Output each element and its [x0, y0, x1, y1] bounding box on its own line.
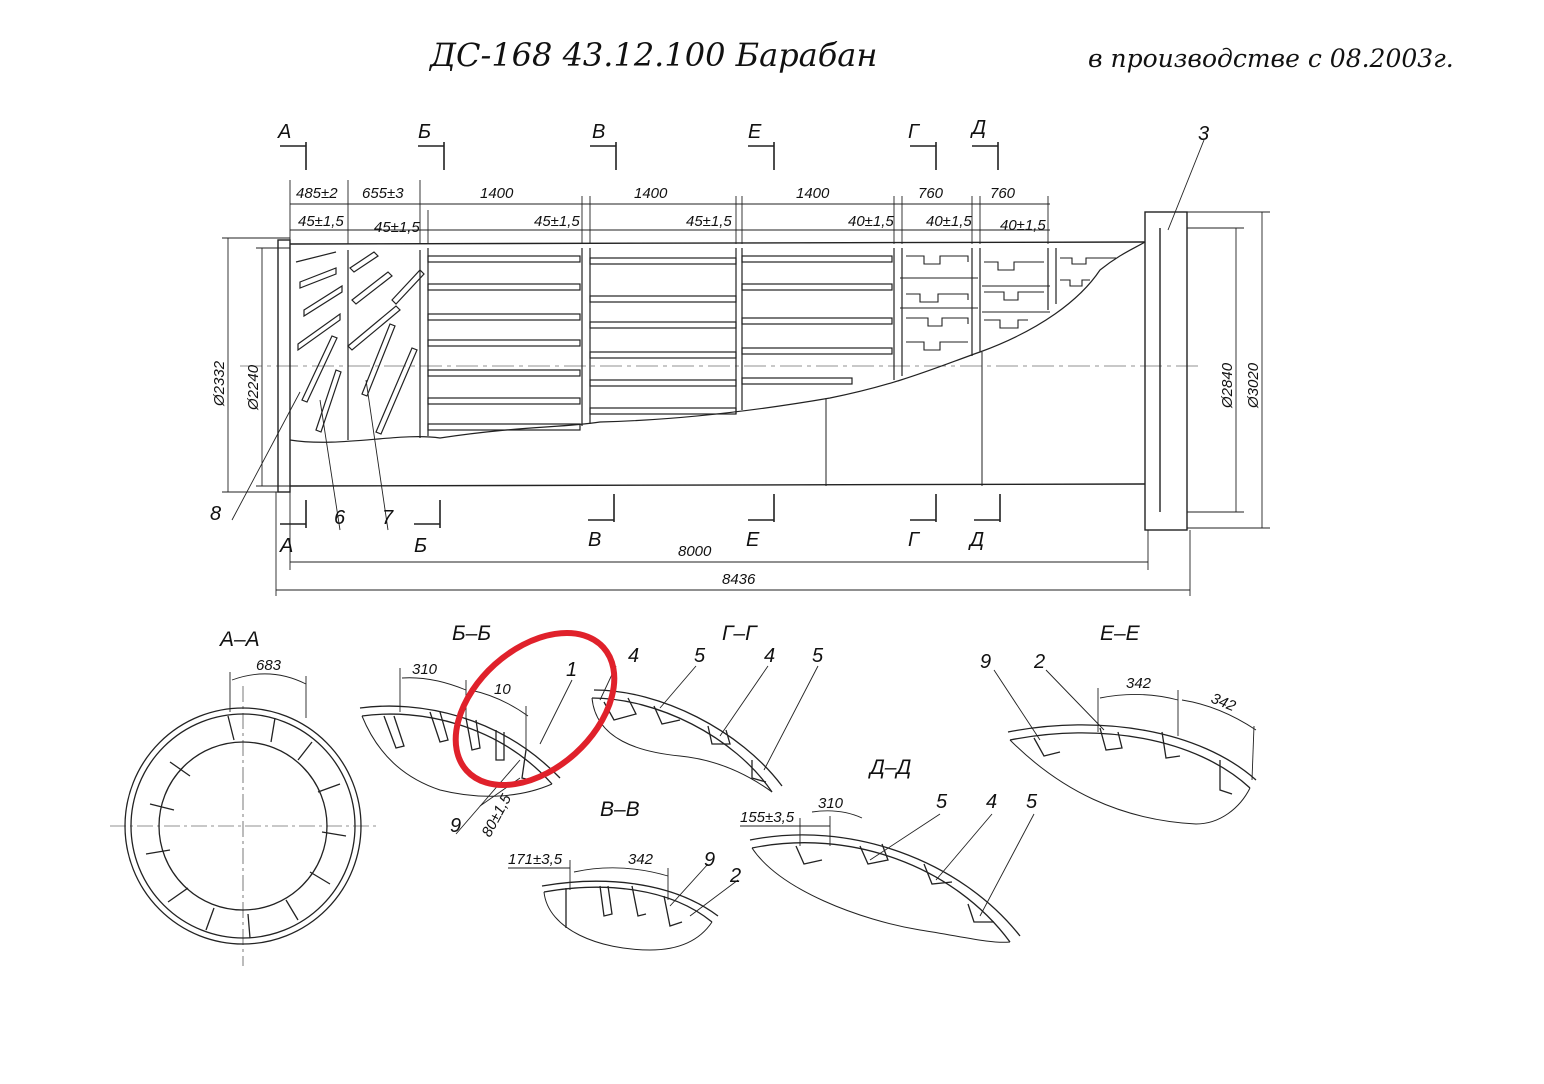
- section-aa-title: А–А: [218, 628, 260, 651]
- section-bb-view: [359, 668, 573, 835]
- dim-40-c: 40±1,5: [1000, 217, 1046, 234]
- len-8000: 8000: [678, 543, 712, 560]
- dim-1400-a: 1400: [480, 185, 514, 202]
- cut-top-v: В: [592, 121, 605, 143]
- section-gg-view: [591, 665, 819, 793]
- section-dd-callout-4: 4: [986, 791, 997, 813]
- cut-bottom-d: Д: [968, 529, 984, 551]
- section-dd-dim-310: 310: [818, 795, 844, 812]
- callout-6: 6: [334, 507, 346, 529]
- dim-40-a: 40±1,5: [848, 213, 894, 230]
- dia-2332: Ø2332: [211, 360, 228, 407]
- section-vv-callout-2: 2: [729, 865, 741, 887]
- cut-top-g: Г: [908, 121, 921, 143]
- section-bb-dim-10: 10: [494, 681, 511, 698]
- section-bb-callout-9: 9: [450, 815, 461, 837]
- dim-45-b: 45±1,5: [374, 219, 420, 236]
- production-date: в производстве с 08.2003г.: [1088, 44, 1454, 73]
- dim-760-a: 760: [918, 185, 944, 202]
- drawing-title: ДС-168 43.12.100 Барабан: [430, 36, 878, 74]
- section-gg-callout-4b: 4: [764, 645, 775, 667]
- section-gg-callout-5b: 5: [812, 645, 824, 667]
- dim-1400-c: 1400: [796, 185, 830, 202]
- cut-bottom-v: В: [588, 529, 601, 551]
- dim-485: 485±2: [296, 185, 338, 202]
- section-dd-callout-5b: 5: [1026, 791, 1038, 813]
- lifters-stepped: [900, 255, 1116, 351]
- section-ee-dim-342b: 342: [1209, 690, 1239, 715]
- dia-3020: Ø3020: [1245, 362, 1262, 409]
- section-bb-dim-310: 310: [412, 661, 438, 678]
- section-dd-view: [740, 810, 1035, 943]
- dim-760-b: 760: [990, 185, 1016, 202]
- lifters-straight: [427, 248, 1057, 436]
- dimension-lines: [222, 139, 1270, 596]
- section-gg-title: Г–Г: [722, 622, 758, 645]
- highlight-ellipse: [452, 629, 618, 789]
- section-bb-dim-80: 80±1,5: [479, 791, 516, 840]
- section-aa-dim: 683: [256, 657, 282, 674]
- dim-45-d: 45±1,5: [686, 213, 732, 230]
- dim-40-b: 40±1,5: [926, 213, 972, 230]
- section-vv-title: В–В: [600, 798, 640, 821]
- section-ee-title: Е–Е: [1100, 622, 1141, 645]
- cut-bottom-e: Е: [746, 529, 760, 551]
- section-ee-callout-9: 9: [980, 651, 991, 673]
- section-dd-callout-5a: 5: [936, 791, 948, 813]
- cut-bottom-a: А: [279, 535, 293, 557]
- cut-bottom-b: Б: [414, 535, 427, 557]
- section-dd-dim-155: 155±3,5: [740, 809, 795, 826]
- drum-body: [240, 211, 1200, 531]
- section-gg-callout-4a: 4: [628, 645, 639, 667]
- section-dd-title: Д–Д: [868, 756, 911, 779]
- section-vv-dim-171: 171±3,5: [508, 851, 563, 868]
- dim-45-c: 45±1,5: [534, 213, 580, 230]
- section-cuts-bottom: [280, 494, 1001, 528]
- dia-2240: Ø2240: [245, 364, 262, 411]
- dim-1400-b: 1400: [634, 185, 668, 202]
- section-gg-callout-5a: 5: [694, 645, 706, 667]
- len-8436: 8436: [722, 571, 756, 588]
- section-cuts-top: [280, 142, 999, 170]
- lifters-inclined: [295, 250, 425, 440]
- section-bb-callout-1: 1: [566, 659, 577, 681]
- section-labels: А–А 683 Б–Б 310 10 80±1,5 1 9 Г–Г 4 5 4 …: [218, 622, 1239, 887]
- cut-top-b: Б: [418, 121, 431, 143]
- section-aa-view: [110, 672, 376, 966]
- dim-655: 655±3: [362, 185, 404, 202]
- callout-3: 3: [1198, 123, 1209, 145]
- cut-top-d: Д: [970, 117, 986, 139]
- section-vv-view: [508, 860, 739, 951]
- section-ee-dim-342a: 342: [1126, 675, 1152, 692]
- callout-7: 7: [382, 507, 394, 529]
- cut-top-e: Е: [748, 121, 762, 143]
- section-vv-dim-342: 342: [628, 851, 654, 868]
- dia-2840: Ø2840: [1219, 362, 1236, 409]
- section-ee-view: [993, 669, 1257, 825]
- section-ee-callout-2: 2: [1033, 651, 1045, 673]
- cut-bottom-g: Г: [908, 529, 921, 551]
- main-view-labels: А Б В Е Г Д А Б В Е Г Д 485±2 655±3 1400…: [210, 117, 1262, 588]
- callout-8: 8: [210, 503, 221, 525]
- dim-45-a: 45±1,5: [298, 213, 344, 230]
- cut-top-a: А: [277, 121, 291, 143]
- section-bb-title: Б–Б: [452, 622, 491, 645]
- section-vv-callout-9: 9: [704, 849, 715, 871]
